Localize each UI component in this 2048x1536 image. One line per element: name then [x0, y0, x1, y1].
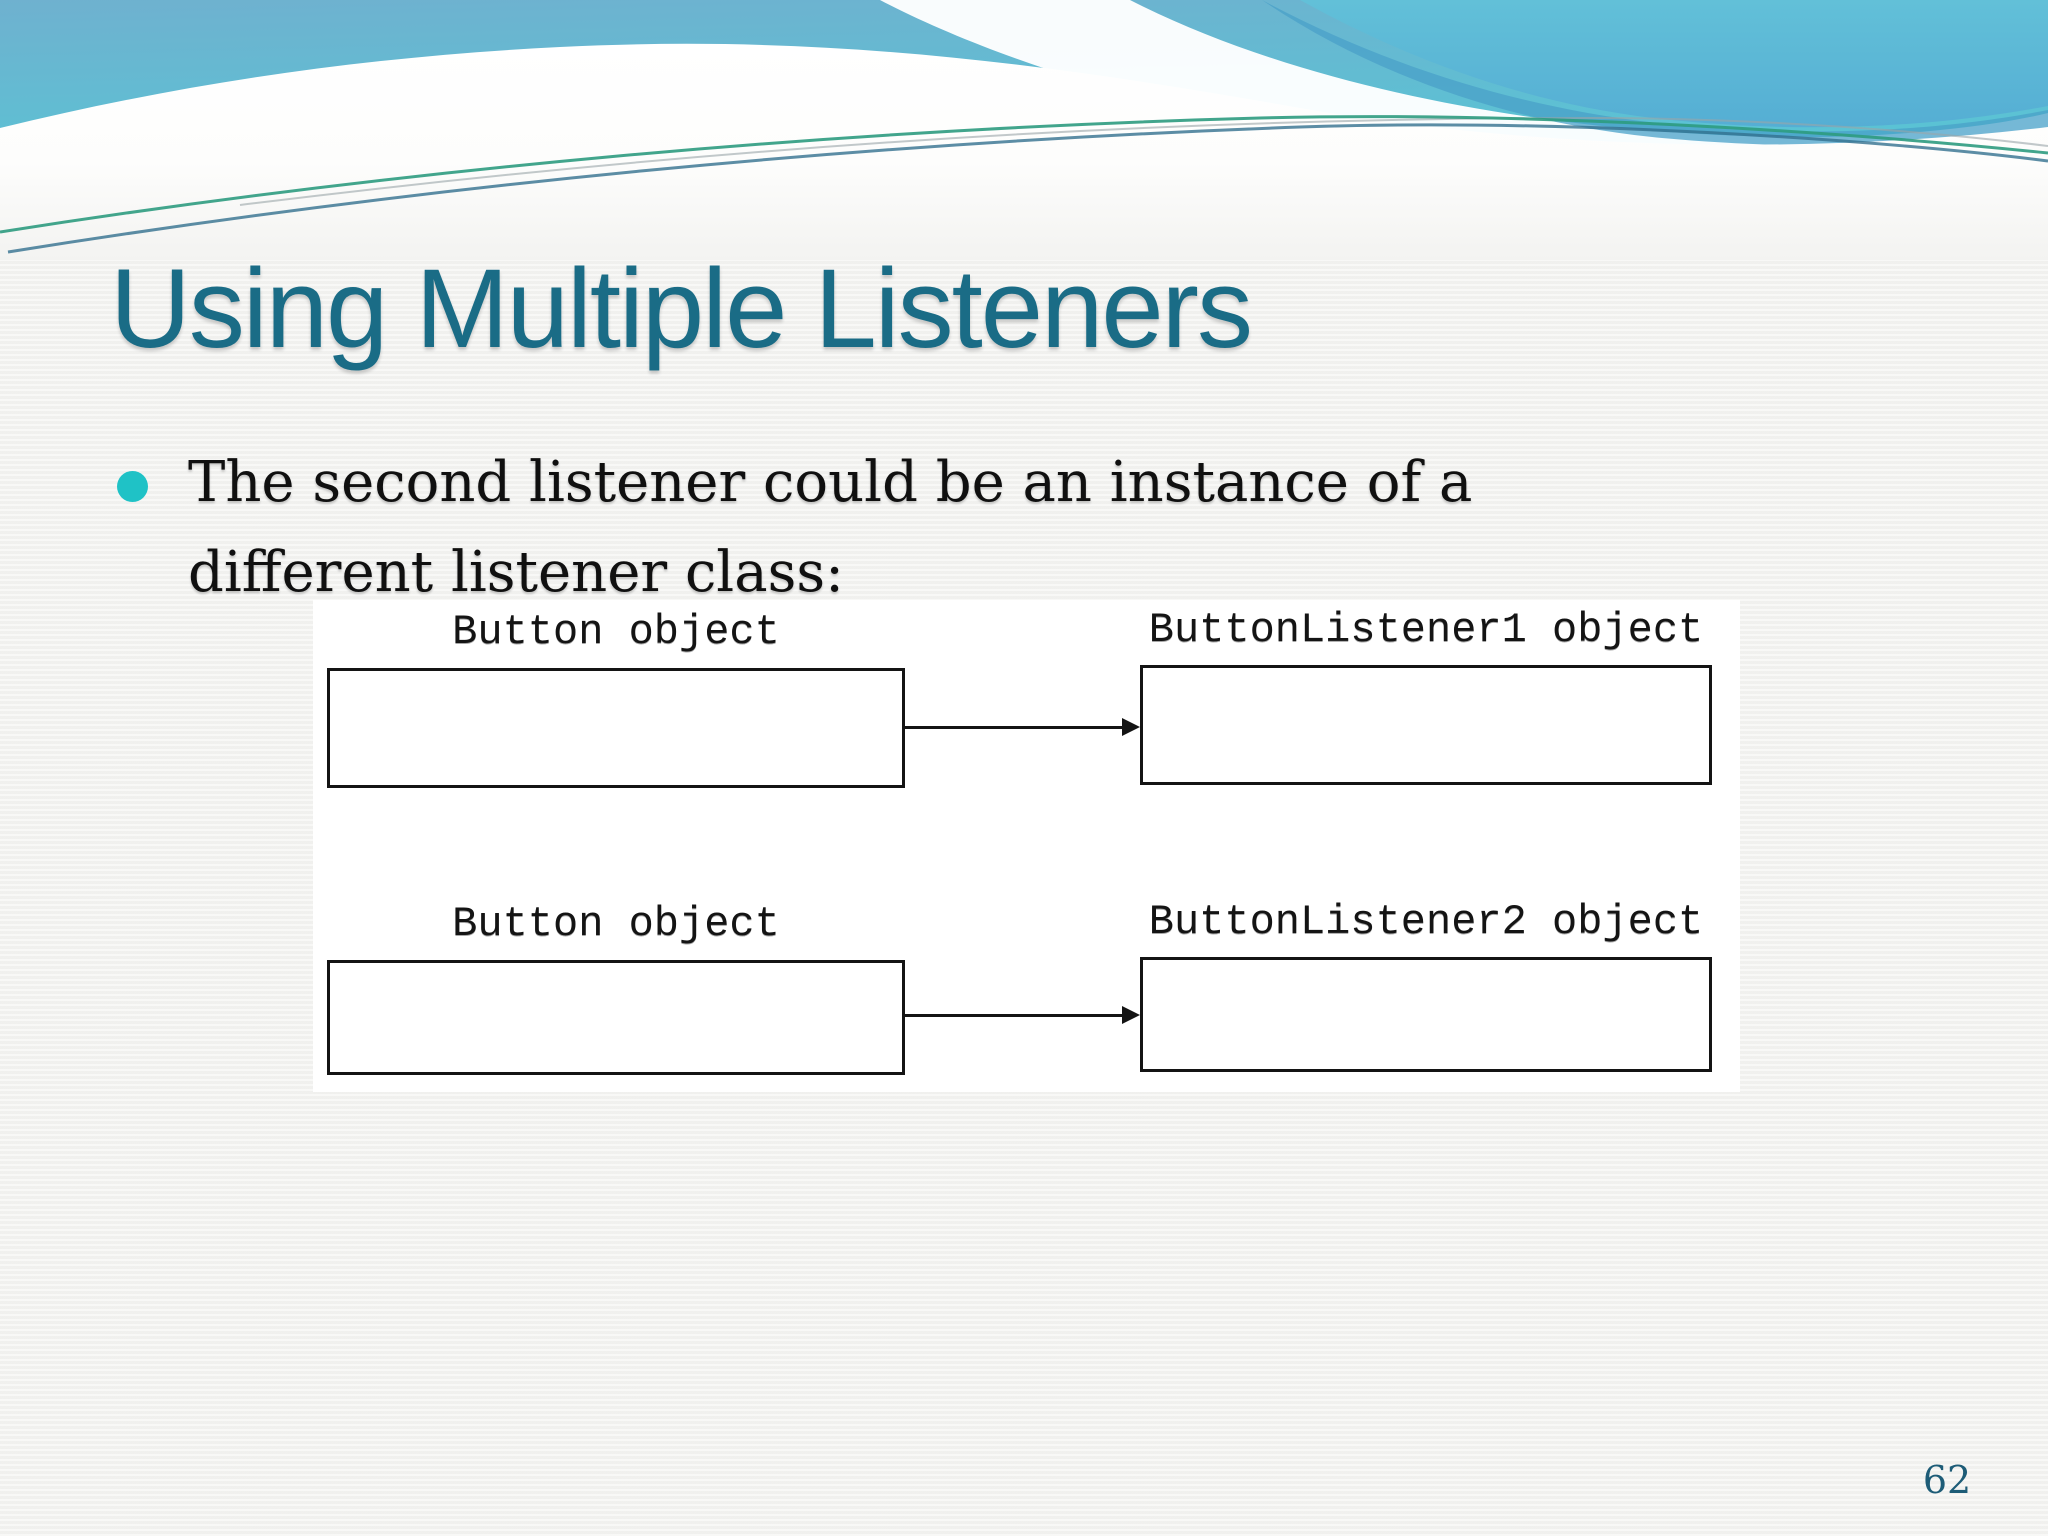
button-object-box-1 — [327, 668, 905, 788]
slide-title: Using Multiple Listeners — [110, 246, 1253, 371]
association-arrow-1 — [905, 718, 1140, 736]
bullet-line-2: different listener class: — [188, 540, 844, 605]
button-object-label-2: Button object — [452, 900, 780, 948]
listeners-diagram: Button object ButtonListener1 object But… — [313, 600, 1740, 1092]
buttonlistener1-object-box — [1140, 665, 1712, 785]
button-object-box-2 — [327, 960, 905, 1075]
bullet-line-1: The second listener could be an instance… — [188, 450, 1473, 515]
bullet-dot — [117, 471, 148, 502]
bullet-text: The second listener could be an instance… — [188, 438, 1688, 618]
button-object-label-1: Button object — [452, 608, 780, 656]
header-wave-decoration — [0, 0, 2048, 260]
page-number: 62 — [1922, 1458, 1972, 1502]
buttonlistener2-object-box — [1140, 957, 1712, 1072]
buttonlistener1-object-label: ButtonListener1 object — [1148, 606, 1704, 654]
buttonlistener2-object-label: ButtonListener2 object — [1148, 898, 1704, 946]
association-arrow-2 — [905, 1006, 1140, 1024]
